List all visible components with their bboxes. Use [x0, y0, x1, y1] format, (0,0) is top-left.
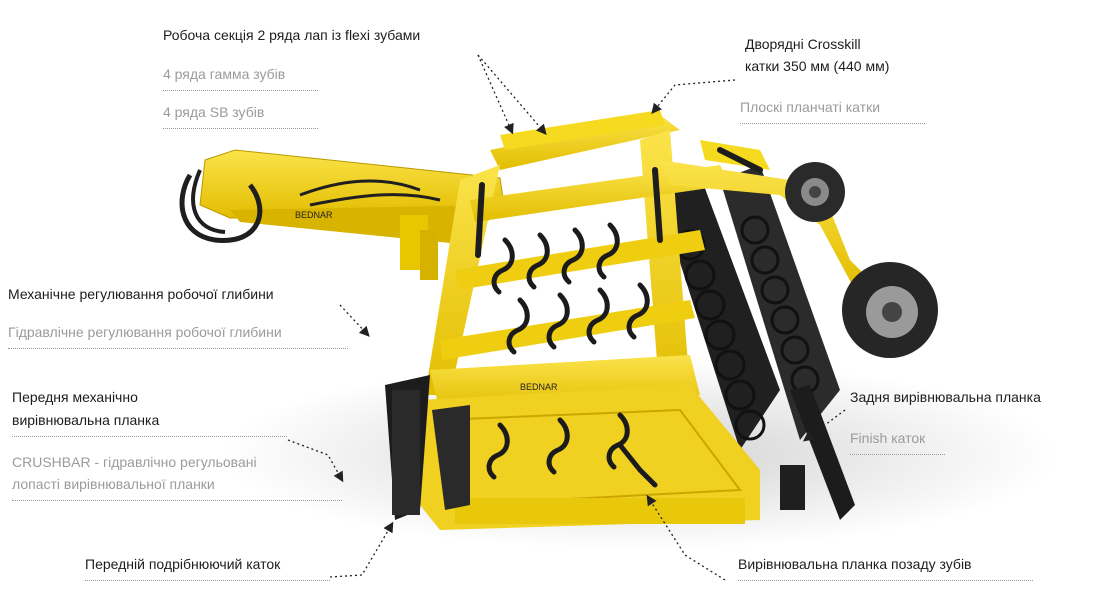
label-crosskill-line2: катки 350 мм (440 мм) — [745, 58, 890, 74]
label-mech-depth: Механічне регулювання робочої глибини — [8, 286, 274, 302]
leader-front-bar — [287, 439, 344, 483]
drawbar: BEDNAR — [179, 149, 506, 280]
leader-rear-bar — [802, 409, 846, 442]
tines — [486, 222, 658, 488]
leader-depth — [339, 304, 370, 337]
label-flat-rollers: Плоскі планчаті катки — [740, 95, 925, 124]
leader-flexi-1 — [477, 54, 514, 135]
leader-front-roller — [329, 521, 394, 578]
main-frame: BEDNAR — [420, 110, 870, 530]
label-rear-bar: Задня вирівнювальна планка — [850, 389, 1041, 405]
transport-wheels — [785, 162, 938, 358]
label-front-bar-line1: Передня механічно — [12, 389, 138, 405]
label-finish-roller: Finish каток — [850, 426, 945, 455]
front-roller — [385, 375, 470, 520]
label-sb: 4 ряда SB зубів — [163, 100, 318, 129]
rear-bar — [780, 385, 855, 520]
label-crosskill-line1: Дворядні Crosskill — [745, 36, 861, 52]
leader-bar-behind-teeth — [646, 494, 726, 581]
label-crushbar-line2: лопасті вирівнювальної планки — [12, 472, 342, 501]
label-crushbar-line1: CRUSHBAR - гідравлічно регульовані — [12, 454, 257, 470]
label-bar-behind-teeth: Вирівнювальна планка позаду зубів — [738, 552, 1033, 581]
leader-crosskill — [651, 79, 736, 115]
label-hyd-depth: Гідравлічне регулювання робочої глибини — [8, 320, 348, 349]
hydraulics — [475, 147, 763, 258]
svg-text:BEDNAR: BEDNAR — [520, 382, 558, 392]
label-front-roller: Передній подрібнюючий каток — [85, 552, 330, 581]
label-gamma: 4 ряда гамма зубів — [163, 62, 318, 91]
label-front-bar-line2: вирівнювальна планка — [12, 408, 287, 437]
svg-text:BEDNAR: BEDNAR — [295, 210, 333, 220]
leader-flexi-2 — [477, 54, 547, 135]
label-flexi: Робоча секція 2 ряда лап із flexi зубами — [163, 27, 421, 43]
